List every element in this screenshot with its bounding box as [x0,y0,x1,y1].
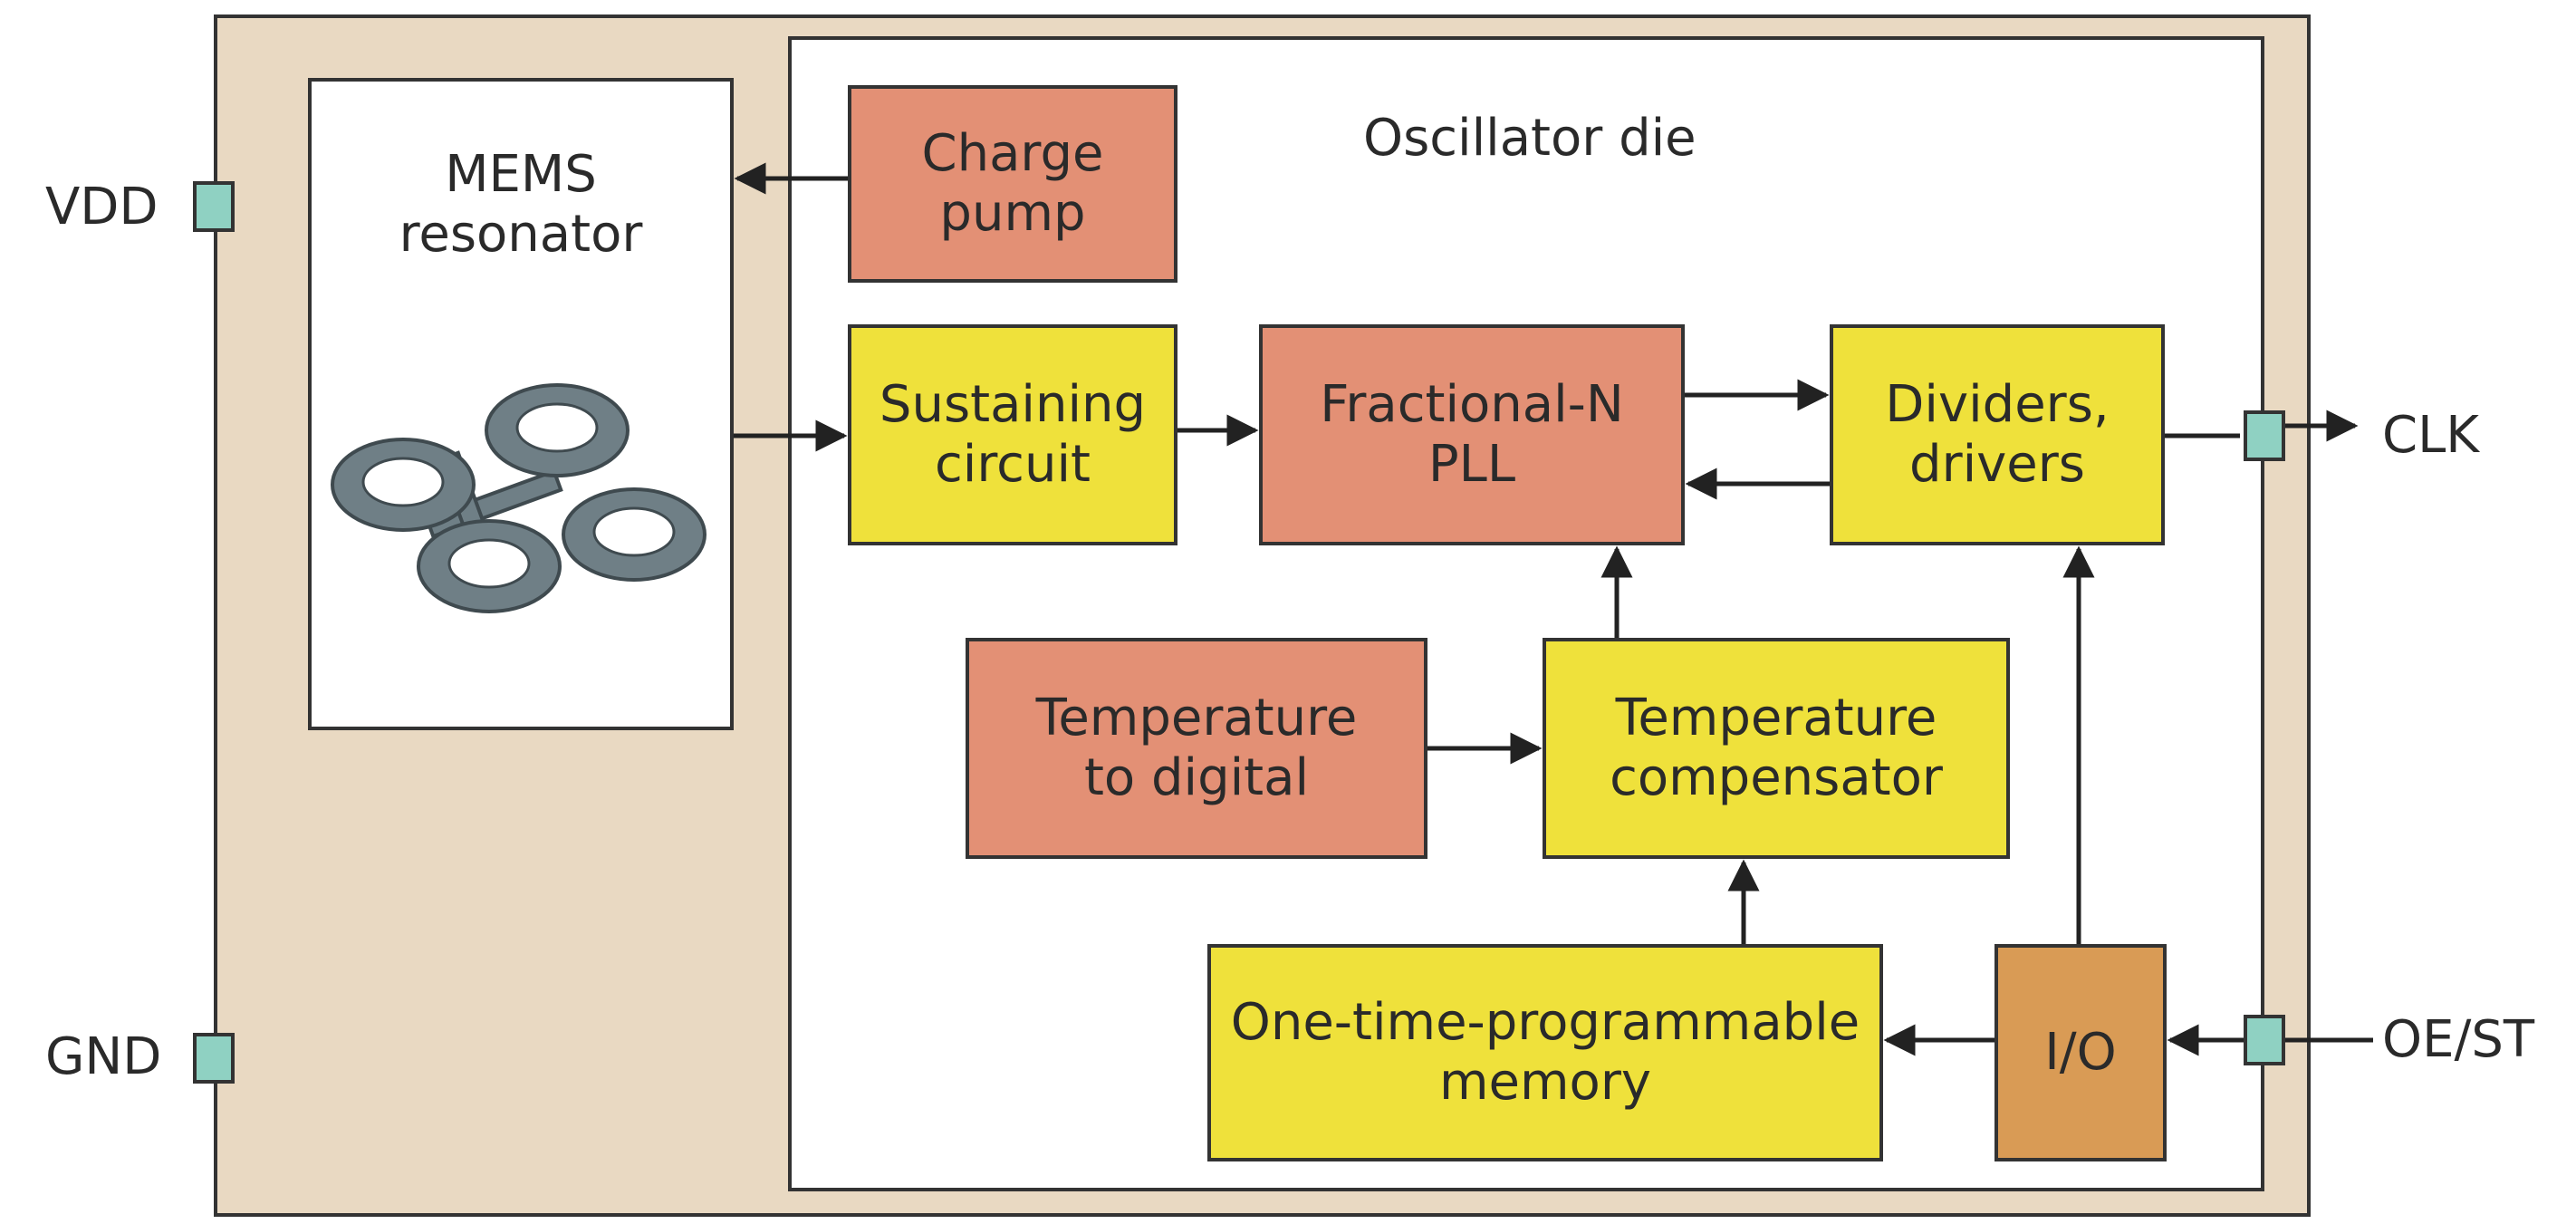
charge-pump-block: Charge pump [848,85,1177,283]
io-block: I/O [1994,944,2167,1161]
temperature-compensator-block: Temperature compensator [1543,638,2010,859]
clk-pin-label: CLK [2382,406,2480,465]
mems-resonator-label: MEMS resonator [399,145,643,265]
oe-st-pin-label: OE/ST [2382,1010,2535,1069]
otp-memory-block: One-time-programmable memory [1207,944,1883,1161]
clk-pin-pad [2244,410,2285,461]
oe-st-pin-pad [2244,1015,2285,1065]
dividers-drivers-block: Dividers, drivers [1830,324,2165,545]
gnd-pin-pad [193,1033,235,1084]
temperature-to-digital-block: Temperature to digital [966,638,1427,859]
vdd-pin-pad [193,181,235,232]
vdd-pin-label: VDD [45,178,159,236]
gnd-pin-label: GND [45,1027,162,1086]
fractional-n-pll-block: Fractional-N PLL [1259,324,1685,545]
sustaining-circuit-block: Sustaining circuit [848,324,1177,545]
oscillator-die-label: Oscillator die [1363,109,1697,168]
